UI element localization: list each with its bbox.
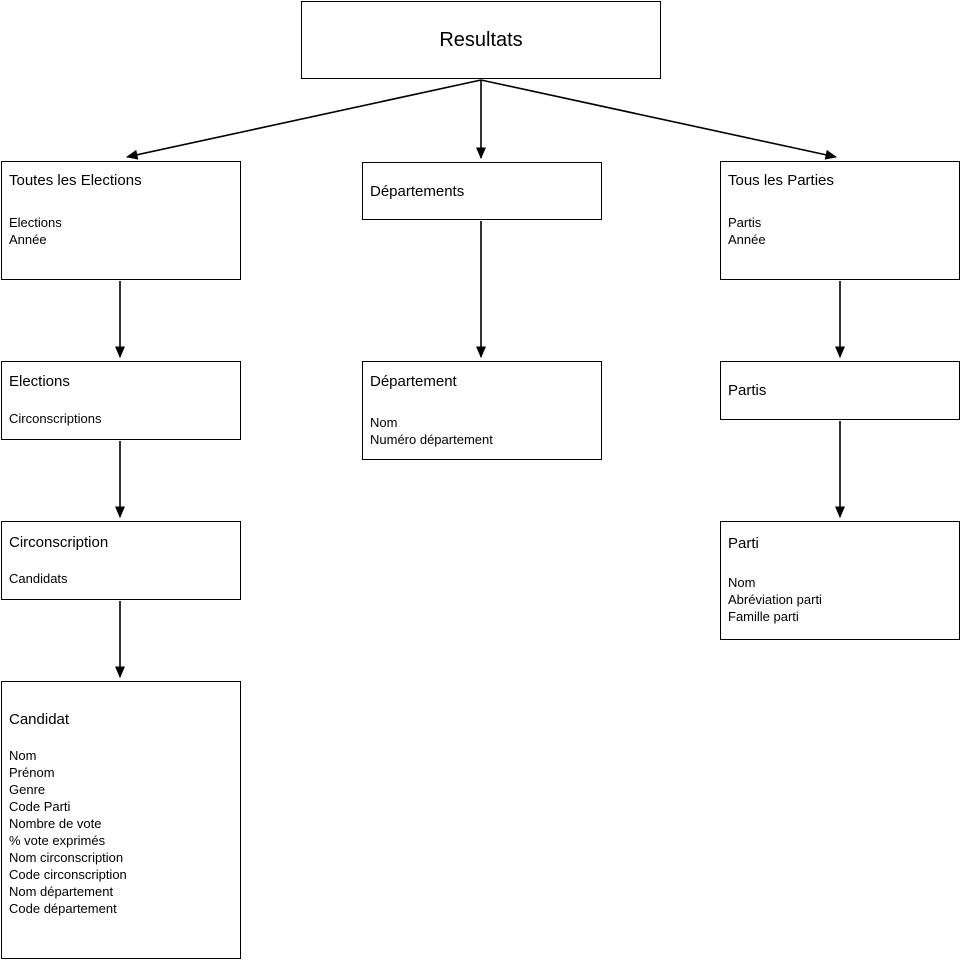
attribute: Candidats: [9, 571, 68, 586]
node-title: Tous les Parties: [728, 172, 834, 189]
arrow-resultats-to-toutes-les-elections: [126, 79, 482, 160]
node-circonscription: Circonscription Candidats: [1, 521, 241, 600]
attribute: Famille parti: [728, 609, 799, 624]
node-attributes: Nom Abréviation parti Famille parti: [728, 574, 952, 625]
node-departement: Département Nom Numéro département: [362, 361, 602, 460]
attribute: Numéro département: [370, 432, 493, 447]
attribute: Nom département: [9, 884, 114, 899]
node-parti: Parti Nom Abréviation parti Famille part…: [720, 521, 960, 640]
node-departements: Départements: [362, 162, 602, 220]
attribute: Nombre de vote: [9, 816, 102, 831]
node-resultats: Resultats: [301, 1, 661, 79]
attribute: Nom circonscription: [9, 850, 124, 865]
node-title: Circonscription: [9, 534, 109, 551]
node-toutes-les-elections: Toutes les Elections Elections Année: [1, 161, 241, 280]
node-elections: Elections Circonscriptions: [1, 361, 241, 440]
attribute: Circonscriptions: [9, 411, 102, 426]
attribute: Nom: [370, 415, 398, 430]
node-title: Elections: [9, 373, 70, 390]
node-attributes: Elections Année: [9, 214, 233, 248]
node-candidat: Candidat Nom Prénom Genre Code Parti Nom…: [1, 681, 241, 959]
attribute: Nom: [9, 748, 37, 763]
attribute: % vote exprimés: [9, 833, 106, 848]
node-attributes: Candidats: [9, 570, 233, 587]
node-title: Partis: [728, 382, 767, 399]
attribute: Genre: [9, 782, 46, 797]
arrow-resultats-to-tous-les-parties: [480, 79, 837, 160]
node-title: Départements: [370, 182, 465, 200]
attribute: Code circonscription: [9, 867, 127, 882]
attribute: Abréviation parti: [728, 592, 822, 607]
node-attributes: Partis Année: [728, 214, 952, 248]
attribute: Année: [9, 232, 47, 247]
node-attributes: Circonscriptions: [9, 410, 233, 427]
attribute: Prénom: [9, 765, 55, 780]
node-title: Candidat: [9, 711, 70, 728]
attribute: Partis: [728, 215, 762, 230]
attribute: Code Parti: [9, 799, 71, 814]
attribute: Année: [728, 232, 766, 247]
node-title: Resultats: [439, 28, 523, 51]
node-tous-les-parties: Tous les Parties Partis Année: [720, 161, 960, 280]
node-title: Parti: [728, 535, 759, 552]
node-title: Département: [370, 373, 457, 390]
attribute: Code département: [9, 901, 117, 916]
node-attributes: Nom Prénom Genre Code Parti Nombre de vo…: [9, 747, 233, 917]
attribute: Elections: [9, 215, 62, 230]
node-attributes: Nom Numéro département: [370, 414, 594, 448]
node-partis: Partis: [720, 361, 960, 420]
node-title: Toutes les Elections: [9, 172, 142, 189]
attribute: Nom: [728, 575, 756, 590]
